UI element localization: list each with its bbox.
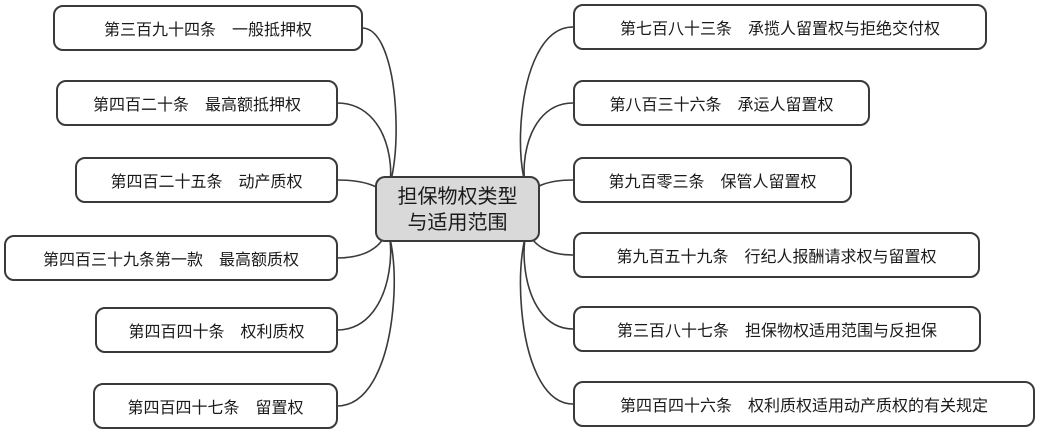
right-node-3: 第九百零三条 保管人留置权 <box>573 157 852 203</box>
left-node-4: 第四百三十九条第一款 最高额质权 <box>4 235 338 281</box>
right-node-label: 第九百五十九条 行纪人报酬请求权与留置权 <box>616 247 937 266</box>
right-node-5: 第三百八十七条 担保物权适用范围与反担保 <box>573 306 981 352</box>
left-node-3: 第四百二十五条 动产质权 <box>75 157 338 203</box>
connector-right-6 <box>519 214 574 405</box>
right-node-label: 第四百四十六条 权利质权适用动产质权的有关规定 <box>619 396 988 415</box>
left-node-label: 第四百二十五条 动产质权 <box>110 172 303 191</box>
right-node-label: 第九百零三条 保管人留置权 <box>608 172 817 191</box>
left-node-6: 第四百四十七条 留置权 <box>93 383 338 429</box>
right-node-2: 第八百三十六条 承运人留置权 <box>573 80 870 126</box>
connector-left-6 <box>336 214 395 407</box>
left-node-1: 第三百九十四条 一般抵押权 <box>53 5 363 51</box>
right-node-4: 第九百五十九条 行纪人报酬请求权与留置权 <box>573 232 980 278</box>
center-topic-line2: 与适用范围 <box>407 210 508 234</box>
right-node-label: 第八百三十六条 承运人留置权 <box>609 95 834 114</box>
left-node-label: 第四百四十条 权利质权 <box>128 322 305 341</box>
right-node-6: 第四百四十六条 权利质权适用动产质权的有关规定 <box>573 381 1035 427</box>
right-node-label: 第三百八十七条 担保物权适用范围与反担保 <box>616 321 937 340</box>
left-node-2: 第四百二十条 最高额抵押权 <box>56 80 338 126</box>
right-node-label: 第七百八十三条 承揽人留置权与拒绝交付权 <box>619 19 940 38</box>
center-topic-line1: 担保物权类型 <box>397 184 518 208</box>
left-node-label: 第三百九十四条 一般抵押权 <box>103 20 312 39</box>
right-node-1: 第七百八十三条 承揽人留置权与拒绝交付权 <box>573 4 987 50</box>
center-topic: 担保物权类型 与适用范围 <box>375 176 540 242</box>
left-node-label: 第四百二十条 最高额抵押权 <box>92 95 301 114</box>
left-node-label: 第四百三十九条第一款 最高额质权 <box>42 250 299 269</box>
left-node-label: 第四百四十七条 留置权 <box>127 398 304 417</box>
left-node-5: 第四百四十条 权利质权 <box>95 307 338 353</box>
